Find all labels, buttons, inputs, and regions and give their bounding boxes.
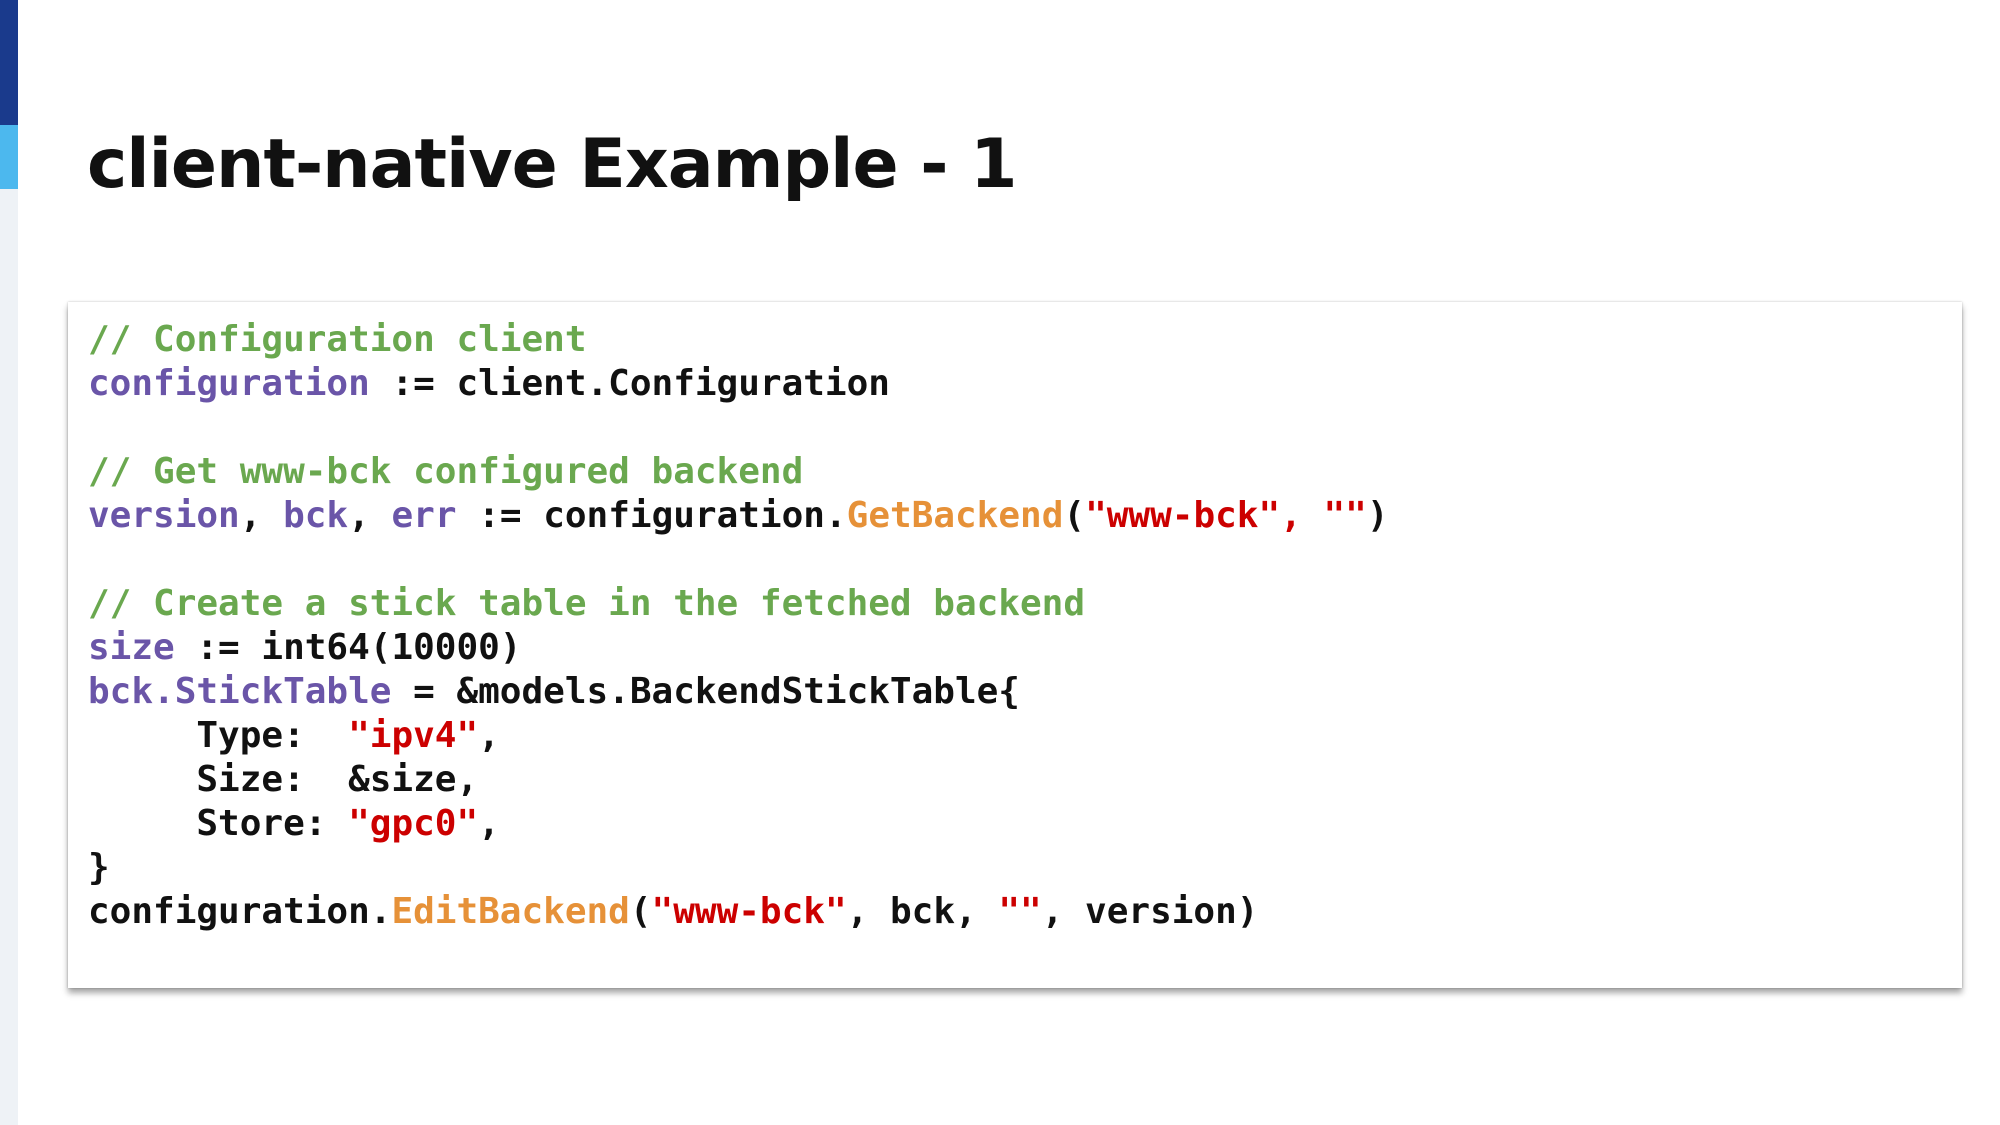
code-token-plain: = &models.BackendStickTable{	[391, 671, 1020, 712]
code-line: // Get www-bck configured backend	[88, 450, 1389, 494]
code-line: // Configuration client	[88, 318, 1389, 362]
code-token-str: "gpc0"	[348, 803, 479, 844]
code-token-plain: (	[1063, 495, 1086, 536]
code-token-var: bck.StickTable	[88, 671, 392, 712]
code-line: // Create a stick table in the fetched b…	[88, 582, 1389, 626]
accent-bar-dark-segment	[0, 0, 18, 125]
code-token-var: configuration	[88, 363, 370, 404]
code-token-var: version	[88, 495, 240, 536]
code-token-str: "ipv4"	[348, 715, 479, 756]
code-token-str: ""	[998, 891, 1042, 932]
code-line: Size: &size,	[88, 758, 1389, 802]
code-token-plain: , bck,	[846, 891, 999, 932]
code-token-plain: , version)	[1041, 891, 1259, 932]
code-token-func: EditBackend	[391, 891, 630, 932]
code-token-var: bck	[283, 495, 349, 536]
code-token-comment: // Get www-bck configured backend	[88, 451, 804, 492]
code-line: }	[88, 846, 1389, 890]
code-token-plain: }	[88, 847, 110, 888]
code-token-var: size	[88, 627, 175, 668]
code-token-plain: ,	[478, 803, 500, 844]
code-token-str: "www-bck", ""	[1085, 495, 1367, 536]
code-token-plain: := int64(10000)	[174, 627, 522, 668]
slide-title: client-native Example - 1	[87, 125, 1017, 204]
code-token-var: err	[391, 495, 457, 536]
code-token-plain: Size: &size,	[88, 759, 479, 800]
code-line: Store: "gpc0",	[88, 802, 1389, 846]
code-token-plain: )	[1366, 495, 1389, 536]
code-line: configuration.EditBackend("www-bck", bck…	[88, 890, 1389, 934]
code-token-str: "www-bck"	[651, 891, 847, 932]
code-token-plain: := client.Configuration	[369, 363, 890, 404]
code-line: version, bck, err := configuration.GetBa…	[88, 494, 1389, 538]
slide-accent-bar	[0, 0, 18, 1125]
code-token-comment: // Configuration client	[88, 319, 587, 360]
code-token-plain: ,	[348, 495, 392, 536]
code-line: Type: "ipv4",	[88, 714, 1389, 758]
code-token-plain: Type:	[88, 715, 349, 756]
code-token-comment: // Create a stick table in the fetched b…	[88, 583, 1085, 624]
code-line: ​	[88, 538, 1389, 582]
code-line: configuration := client.Configuration	[88, 362, 1389, 406]
code-line: bck.StickTable = &models.BackendStickTab…	[88, 670, 1389, 714]
code-token-plain: := configuration.	[456, 495, 847, 536]
code-token-func: GetBackend	[846, 495, 1064, 536]
code-token-plain: ,	[239, 495, 284, 536]
code-token-plain: (	[629, 891, 652, 932]
code-token-plain: ,	[478, 715, 500, 756]
code-line: size := int64(10000)	[88, 626, 1389, 670]
code-token-plain: configuration.	[88, 891, 392, 932]
code-line: ​	[88, 406, 1389, 450]
accent-bar-light-segment	[0, 125, 18, 189]
code-token-plain: Store:	[88, 803, 349, 844]
